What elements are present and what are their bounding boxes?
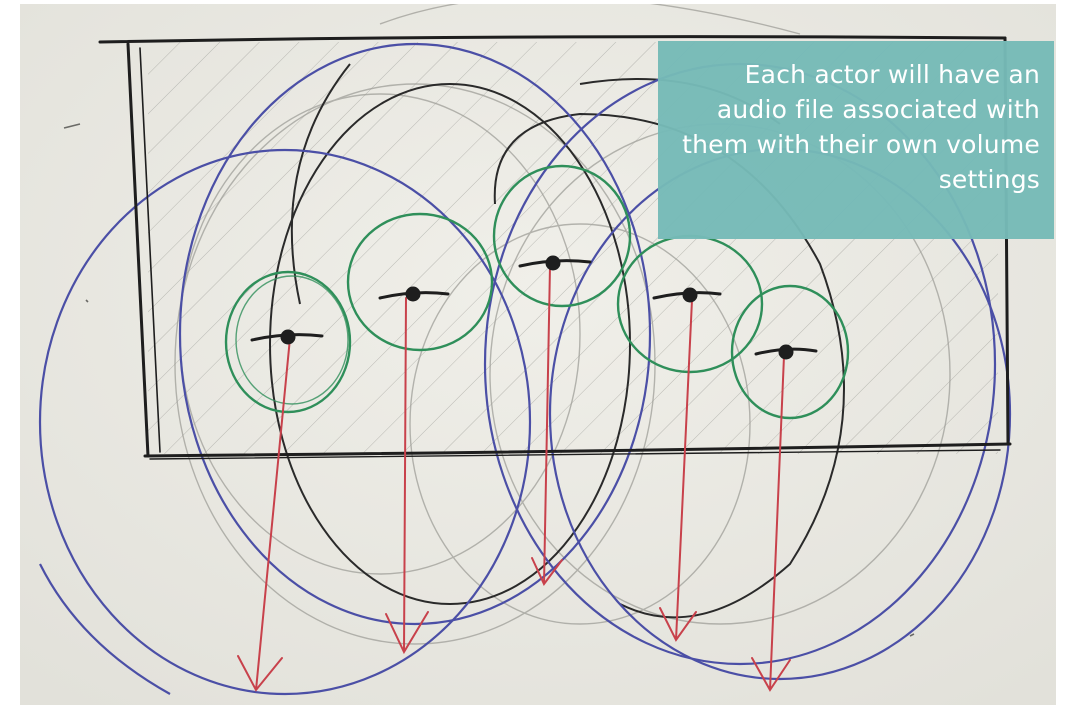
actor-icon bbox=[754, 344, 818, 360]
arrow-icon bbox=[385, 297, 429, 655]
range-circle bbox=[178, 42, 652, 626]
circle-icon bbox=[492, 164, 632, 308]
caption-box: Each actor will have an audio file assoc… bbox=[658, 41, 1054, 239]
circle-icon bbox=[730, 284, 850, 420]
arrow-icon bbox=[751, 355, 791, 692]
scene-rectangle bbox=[98, 35, 1012, 460]
actor-icon bbox=[378, 286, 450, 302]
actor-icon bbox=[250, 329, 324, 345]
arrow-icon bbox=[659, 299, 697, 642]
caption-text: Each actor will have an audio file assoc… bbox=[682, 60, 1040, 194]
actor-icon bbox=[652, 287, 722, 303]
range-circle bbox=[38, 148, 532, 696]
arrow-icon bbox=[237, 337, 291, 692]
actor-icon bbox=[518, 255, 592, 271]
circle-icon bbox=[224, 270, 352, 414]
actor-markers bbox=[250, 255, 818, 360]
arrow-icon bbox=[531, 265, 563, 586]
stray-marks bbox=[63, 123, 915, 637]
direction-arrows bbox=[237, 265, 791, 692]
sketch-photo: Each actor will have an audio file assoc… bbox=[20, 4, 1056, 705]
circle-icon bbox=[346, 212, 494, 352]
